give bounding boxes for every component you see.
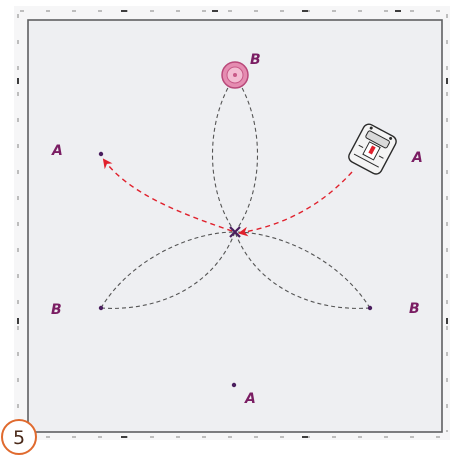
step-badge: 5 bbox=[1, 419, 37, 455]
center-x-mark bbox=[229, 226, 241, 238]
step-number: 5 bbox=[13, 427, 25, 449]
petal-right-upper bbox=[234, 231, 371, 309]
needle-position-marker bbox=[221, 61, 249, 89]
label-a-left: A bbox=[51, 143, 63, 159]
petal-left-upper bbox=[100, 231, 236, 309]
point-labels: B A A B B A bbox=[51, 52, 423, 407]
petal-left-lower bbox=[100, 231, 236, 309]
petal-right-lower bbox=[234, 231, 371, 309]
point-b-left bbox=[98, 305, 104, 311]
label-a-bottom: A bbox=[244, 391, 256, 407]
frame-texture bbox=[17, 10, 448, 438]
label-b-top: B bbox=[250, 52, 261, 68]
label-b-right: B bbox=[409, 301, 420, 317]
frame-ticks bbox=[17, 10, 448, 438]
point-a-left bbox=[98, 151, 104, 157]
label-a-right: A bbox=[411, 150, 423, 166]
point-b-right bbox=[367, 305, 373, 311]
point-dots bbox=[98, 151, 373, 388]
presser-foot-icon bbox=[348, 123, 397, 175]
stitch-paths bbox=[100, 75, 371, 309]
movement-to-center bbox=[238, 171, 353, 237]
movement-path bbox=[102, 158, 353, 237]
point-a-bottom bbox=[231, 382, 237, 388]
label-b-left: B bbox=[51, 302, 62, 318]
